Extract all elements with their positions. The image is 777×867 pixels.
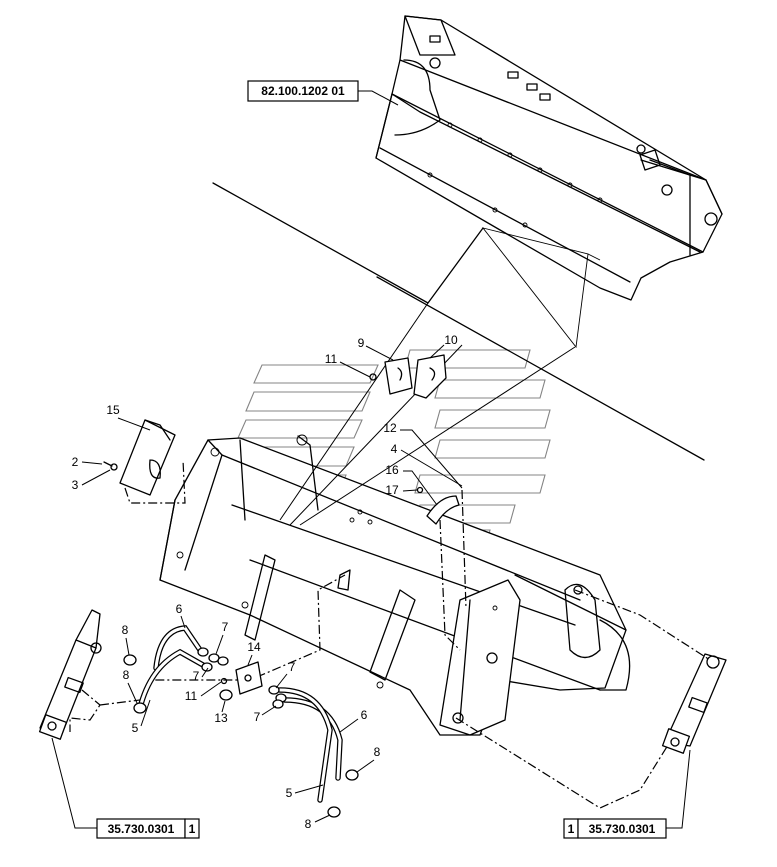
callout-6-right: 6 [361,708,368,722]
callout-2: 2 [72,455,79,469]
callout-7-d: 7 [254,710,261,724]
callout-7-b: 7 [193,669,200,683]
ref-cylinder-left-leader [51,737,97,829]
bucket-assembly [375,15,723,301]
cover-plate-15 [103,419,176,496]
callout-5-right: 5 [286,786,293,800]
callout-3: 3 [72,478,79,492]
callout-11-bottom: 11 [185,689,198,703]
ref-cylinder-right-qty: 1 [568,822,575,836]
callout-4: 4 [391,442,398,456]
ref-cylinder-left-text: 35.730.0301 [108,822,175,836]
wear-pads-9-10 [369,354,447,399]
ref-cylinder-left[interactable]: 35.730.0301 1 [96,818,200,839]
callout-14: 14 [247,640,261,654]
frame-section-leader-3 [299,346,576,526]
ref-cylinder-right-leader [666,749,691,829]
left-cyl-dash-a [69,689,101,732]
callout-15: 15 [106,403,120,417]
callout-9: 9 [358,336,365,350]
callout-13: 13 [214,711,228,725]
callout-8-left-mid: 8 [123,668,130,682]
right-cyl-dash-top [574,589,711,661]
pads-16-17 [416,486,460,525]
ref-bucket[interactable]: 82.100.1202 01 [247,80,359,102]
callout-8-bottom: 8 [305,817,312,831]
ref-cylinder-right[interactable]: 1 35.730.0301 [563,818,667,839]
dash-link-15 [124,459,186,504]
callout-7-a: 7 [222,620,229,634]
callout-12: 12 [383,421,397,435]
coupler-frame [159,434,631,736]
hydraulic-hoses [137,625,343,803]
callout-10: 10 [444,333,458,347]
callout-8-right: 8 [374,745,381,759]
callout-6-left: 6 [176,602,183,616]
ref-bucket-leader [358,90,399,106]
right-hydraulic-cylinder [661,653,727,754]
ref-bucket-text: 82.100.1202 01 [261,84,345,98]
callout-11-top: 11 [325,352,338,366]
callout-16: 16 [385,463,399,477]
callouts: 15 2 3 9 10 11 12 4 16 17 6 8 8 [72,333,463,831]
callout-5-left: 5 [132,721,139,735]
right-cyl-dash-bottom [455,717,669,809]
callout-8-left-top: 8 [122,623,129,637]
callout-17: 17 [385,483,399,497]
frame-section-leader [279,302,429,521]
left-hydraulic-cylinder [38,609,102,740]
dash-link-12 [461,489,467,609]
hose-fittings [123,647,359,818]
ref-cylinder-right-text: 35.730.0301 [589,822,656,836]
callout-7-c: 7 [289,660,296,674]
dash-link-16 [439,519,461,651]
ref-cylinder-left-qty: 1 [189,822,196,836]
